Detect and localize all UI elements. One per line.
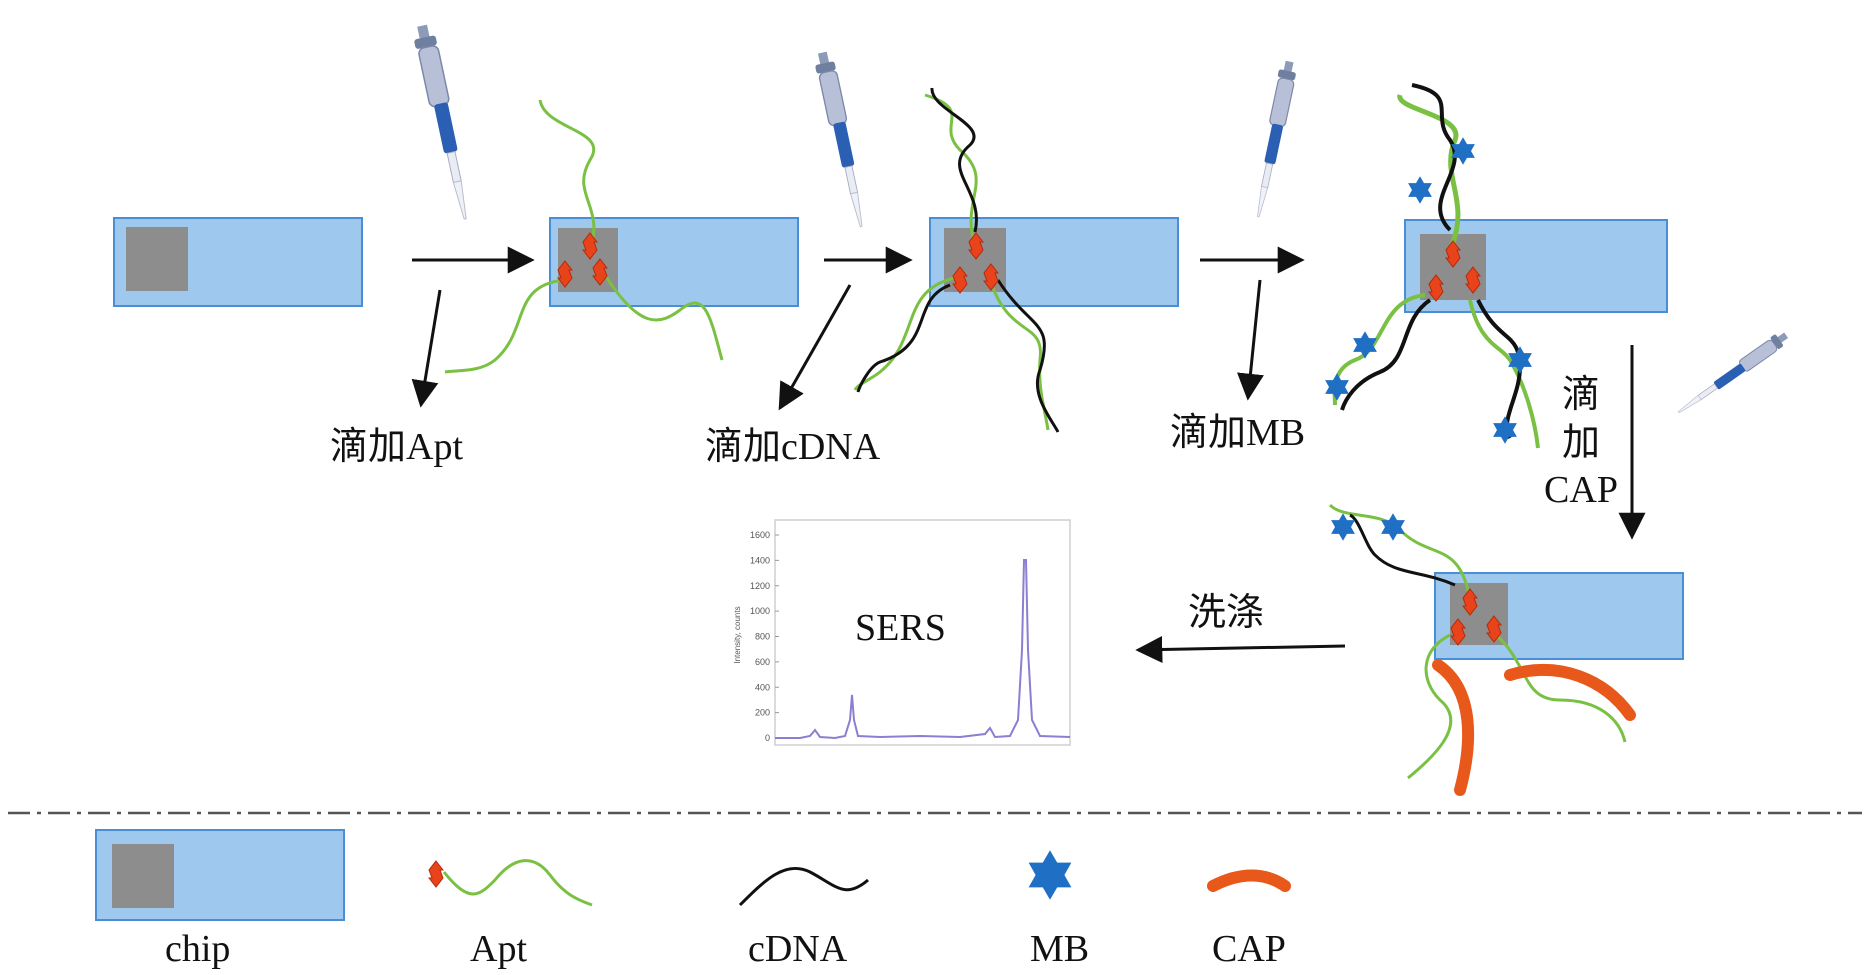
aptamer-strand: [444, 278, 566, 374]
arrow-to-label-cdna: [778, 284, 852, 411]
step-label-add-cdna: 滴加cDNA: [705, 426, 881, 468]
legend-apt-icon: [428, 859, 593, 907]
aptamer-strand: [603, 274, 724, 361]
legend-mb-icon: [1028, 850, 1072, 900]
pipette-icon: [410, 22, 475, 223]
cdna-strand: [996, 279, 1060, 433]
sers-tick-label: 400: [755, 682, 770, 692]
mb-marker: [1325, 373, 1349, 401]
aptamer-strand: [924, 93, 978, 246]
legend-cdna-icon: [738, 866, 869, 907]
sers-tick-label: 1200: [750, 581, 770, 591]
chip-stage-2: [549, 217, 799, 307]
step-label-add-apt: 滴加Apt: [330, 426, 464, 468]
cap-molecule: [1504, 663, 1636, 721]
aptamer-strand: [1468, 299, 1540, 449]
aptamer-strand: [1397, 94, 1461, 246]
sers-tick-label: 600: [755, 657, 770, 667]
sers-curve: [775, 559, 1071, 740]
chip-stage-1: [113, 217, 363, 307]
sers-ylabel: Intensity, counts: [733, 606, 742, 663]
mb-marker: [1493, 416, 1517, 444]
step-label-add-cap-line: 加: [1561, 421, 1600, 464]
sers-label: SERS: [855, 607, 946, 649]
chip-stage-5: [1434, 572, 1684, 660]
cdna-strand: [1411, 83, 1457, 232]
cdna-strand: [1349, 513, 1456, 587]
step-label-add-cap-line: CAP: [1544, 469, 1618, 511]
pipette-icon: [812, 49, 870, 230]
cdna-strand: [1340, 298, 1432, 411]
sers-tick-label: 1000: [750, 606, 770, 616]
legend-label-cdna: cDNA: [748, 928, 848, 970]
arrow-wash: [1135, 636, 1346, 664]
step-label-add-cap-line: 滴: [1561, 374, 1600, 416]
sers-tick-label: 0: [765, 733, 770, 743]
chip-stage-3: [929, 217, 1179, 307]
aptamer-strand: [1407, 633, 1453, 780]
sers-tick-label: 1600: [750, 530, 770, 540]
cap-molecule: [1432, 659, 1475, 796]
sers-tick-label: 800: [755, 632, 770, 642]
legend-label-cap: CAP: [1212, 928, 1286, 970]
sers-tick-label: 1400: [750, 555, 770, 565]
legend-label-chip: chip: [165, 928, 231, 970]
sers-spectrum: 0 200 400 600 800 1000 1200 1400 1600 Intensity,…: [733, 519, 1071, 746]
legend-label-mb: MB: [1030, 928, 1090, 970]
legend-cap-icon: [1207, 869, 1291, 892]
arrow-to-label-mb: [1237, 279, 1264, 401]
pipette-icon: [1673, 328, 1791, 418]
mb-marker: [1381, 513, 1405, 541]
step-label-wash: 洗涤: [1188, 592, 1265, 634]
cdna-strand: [856, 283, 951, 393]
step-label-add-cap: 滴 加 CAP: [1536, 372, 1626, 515]
chip-stage-4: [1404, 219, 1668, 313]
arrow-to-label-apt: [411, 289, 442, 408]
legend-label-apt: Apt: [470, 928, 527, 970]
sers-tick-label: 200: [755, 708, 770, 718]
step-label-add-mb: 滴加MB: [1170, 412, 1306, 454]
legend-chip-icon: [95, 829, 345, 921]
mb-marker: [1408, 176, 1432, 204]
cdna-strand: [930, 87, 978, 233]
aptamer-strand: [1489, 628, 1627, 743]
aptamer-strand: [538, 99, 596, 251]
pipette-icon: [1247, 59, 1299, 219]
sers-y-ticks: 0 200 400 600 800 1000 1200 1400 1600: [750, 530, 779, 743]
